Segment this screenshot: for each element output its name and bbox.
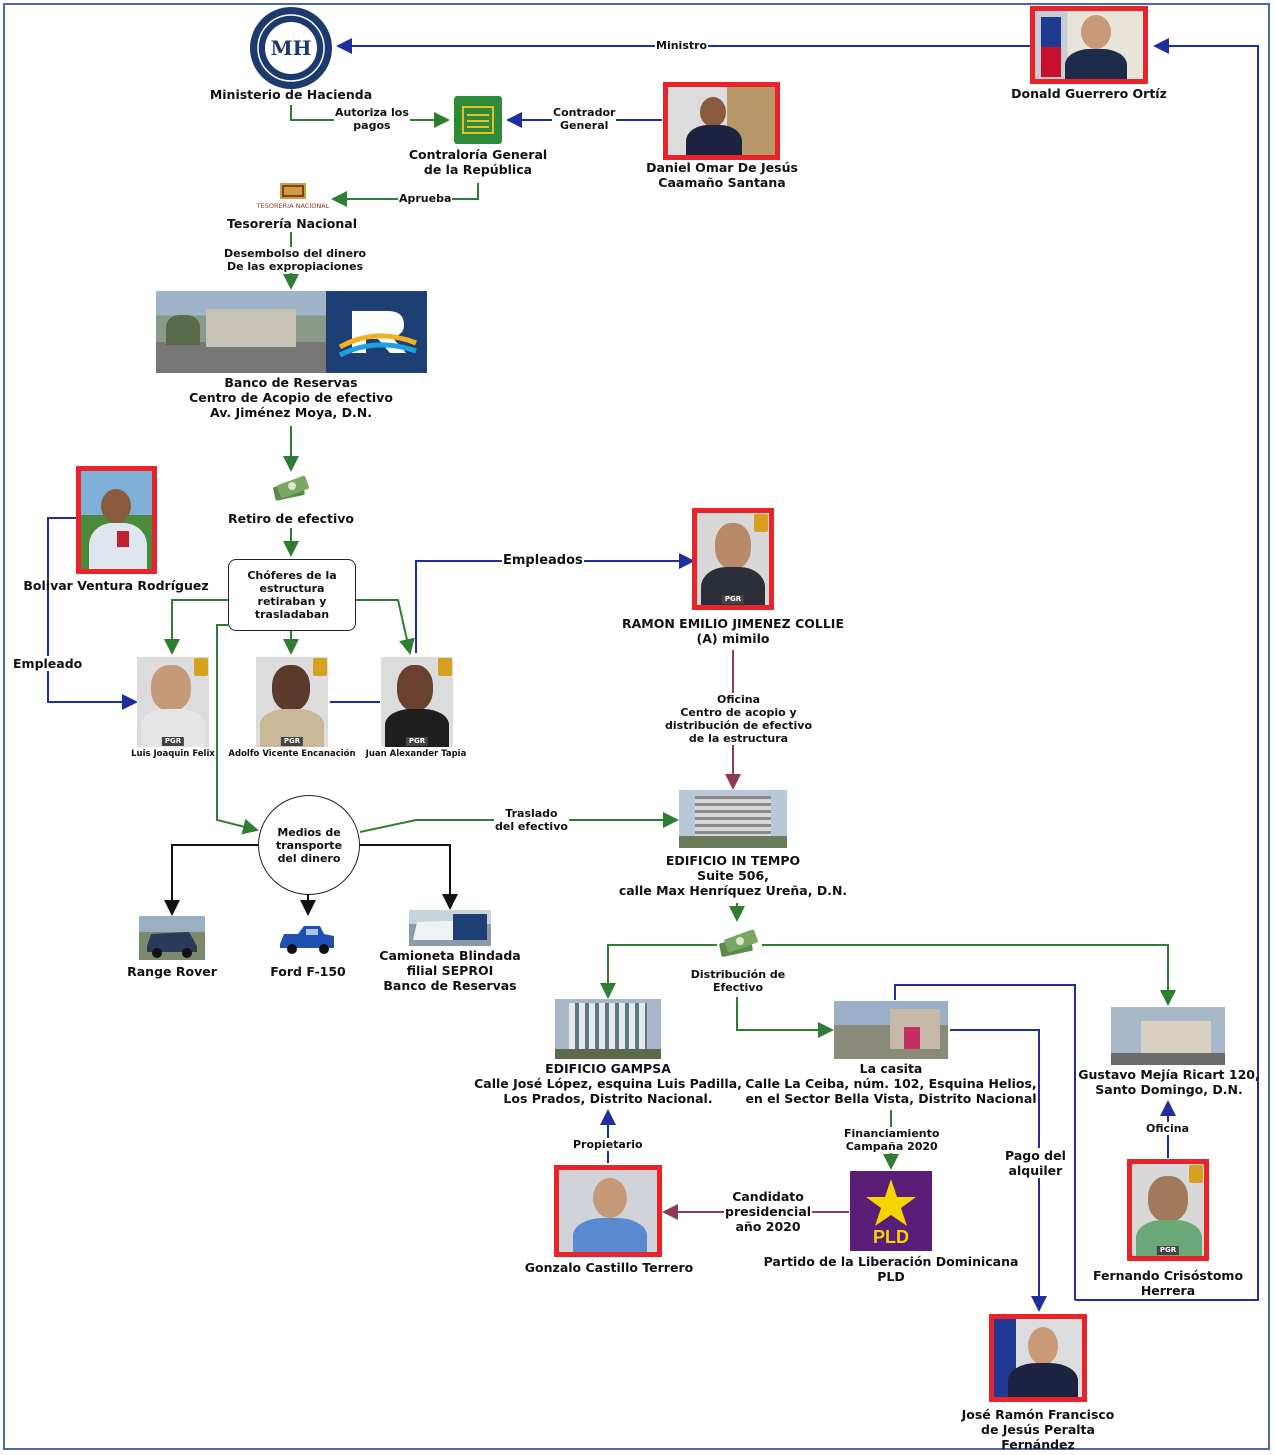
money-icon — [270, 472, 312, 504]
ministerio-label: Ministerio de Hacienda — [209, 87, 373, 102]
luis-label: Luis Joaquin Felix — [131, 749, 215, 759]
jce-badge-icon — [194, 658, 208, 676]
pld-logo-icon: PLD — [850, 1171, 932, 1251]
svg-text:MH: MH — [270, 36, 311, 60]
in-tempo-photo — [679, 790, 787, 848]
edge-dist-gustavo — [762, 944, 1176, 1006]
gustavo-label: Gustavo Mejía Ricart 120,Santo Domingo, … — [1078, 1067, 1260, 1097]
edge-choferes-juan — [356, 599, 415, 655]
tesoreria-label: Tesorería Nacional — [226, 216, 358, 231]
adolfo-label: Adolfo Vicente Encanación — [228, 749, 356, 759]
edge-label-oficina: Oficina — [1145, 1122, 1191, 1135]
edge-label-empleados: Empleados — [502, 553, 584, 568]
edge-casita-loop — [894, 984, 1076, 1300]
ford-f150-icon — [276, 918, 338, 958]
ford-label: Ford F-150 — [270, 964, 346, 979]
banco-photo — [156, 291, 328, 373]
casita-photo — [834, 1001, 948, 1059]
edge-medios-camioneta — [358, 844, 458, 910]
juan-photo: PGR — [381, 657, 453, 747]
range-rover-icon — [139, 916, 205, 960]
edge-dist-gampsa — [600, 944, 717, 999]
fernando-photo: PGR — [1127, 1159, 1209, 1261]
ramon-photo: PGR — [692, 508, 774, 610]
gonzalo-photo — [554, 1165, 662, 1257]
range-rover-label: Range Rover — [127, 964, 217, 979]
jce-badge-icon — [313, 658, 327, 676]
tesoreria-logo-icon: TESORERIA NACIONAL — [255, 182, 331, 214]
banreservas-logo-icon — [326, 291, 427, 373]
gustavo-photo — [1111, 1007, 1225, 1065]
edge-aprueba — [331, 183, 479, 207]
jce-badge-icon — [754, 514, 768, 532]
jose-ramon-photo — [989, 1314, 1087, 1402]
camioneta-icon — [409, 910, 491, 946]
bolivar-label: Bolivar Ventura Rodríguez — [23, 578, 209, 593]
adolfo-photo: PGR — [256, 657, 328, 747]
jce-badge-icon — [438, 658, 452, 676]
gonzalo-label: Gonzalo Castillo Terrero — [524, 1260, 694, 1275]
daniel-photo — [663, 82, 780, 160]
ministerio-seal-icon: MH — [249, 6, 333, 90]
diagram-frame — [3, 3, 1270, 1450]
donald-label: Donald Guerrero Ortíz — [1011, 86, 1167, 101]
svg-text:TESORERIA NACIONAL: TESORERIA NACIONAL — [256, 202, 330, 210]
edge-choferes-medios — [216, 624, 259, 835]
edge-label-ministro: Ministro — [655, 39, 709, 52]
juan-label: Juan Alexander Tapia — [365, 749, 467, 759]
luis-photo: PGR — [137, 657, 209, 747]
jce-badge-icon — [1189, 1165, 1203, 1183]
edge-traslado — [359, 812, 679, 833]
edge-dist-casita — [736, 997, 834, 1038]
edge-label-propietario: Propietario — [572, 1138, 644, 1151]
gampsa-photo — [555, 999, 661, 1059]
retiro-label: Retiro de efectivo — [227, 511, 355, 526]
ramon-label: RAMON EMILIO JIMENEZ COLLIE(A) mimilo — [621, 616, 844, 646]
edge-empleados — [415, 553, 695, 653]
donald-photo — [1030, 6, 1148, 84]
bolivar-photo — [76, 466, 157, 574]
edge-medios-range — [164, 844, 258, 916]
contraloria-logo-icon — [453, 95, 503, 145]
svg-text:PLD: PLD — [873, 1227, 909, 1247]
money-icon — [716, 926, 762, 960]
edge-pago — [950, 1029, 1047, 1312]
edge-right-loop — [1075, 38, 1259, 1301]
edge-choferes-luis — [164, 599, 228, 655]
edge-empleado — [47, 517, 138, 710]
edge-label-aprueba: Aprueba — [398, 192, 453, 205]
edge-label-empleado: Empleado — [12, 656, 84, 671]
